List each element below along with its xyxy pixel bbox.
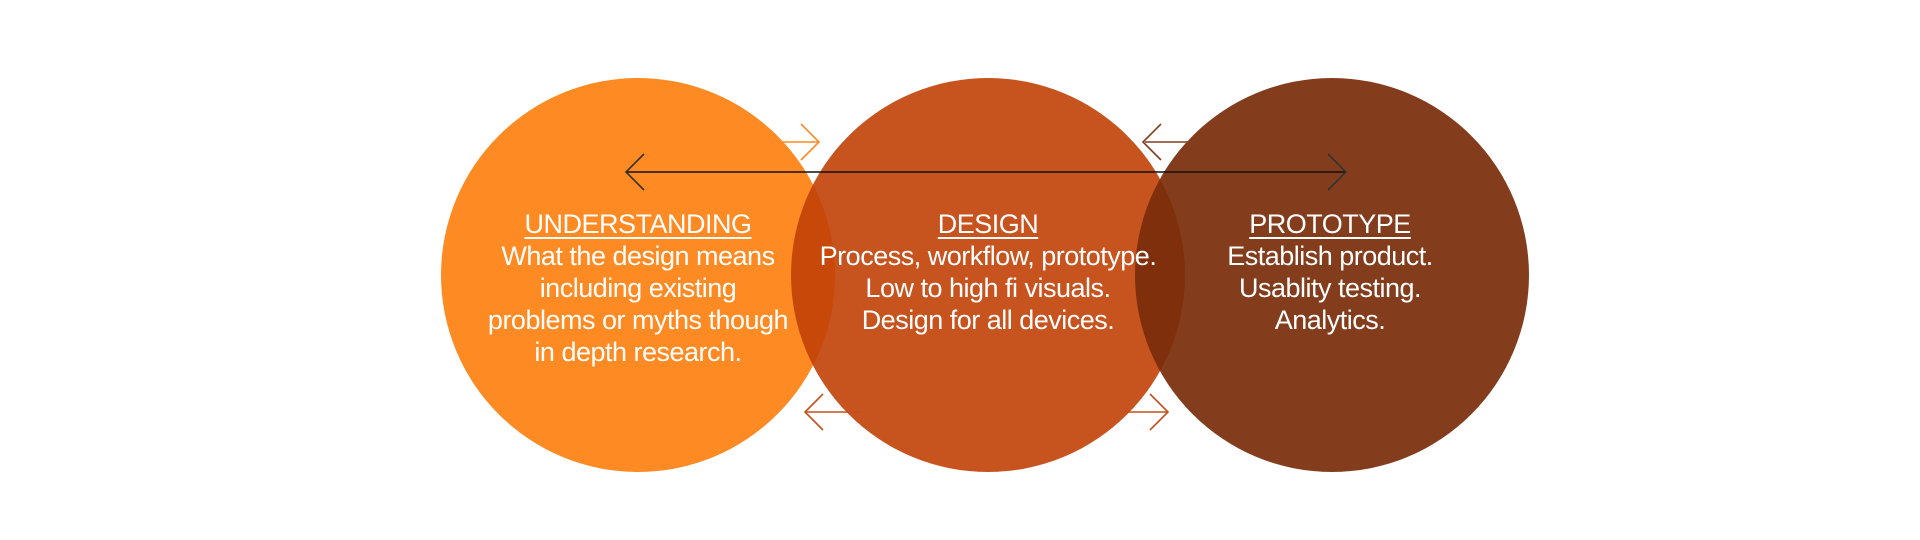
design-circle — [791, 78, 1185, 472]
design-line: Low to high fi visuals. — [865, 273, 1111, 303]
arrow-right-icon — [1125, 393, 1170, 431]
design-line: Process, workflow, prototype. — [819, 241, 1157, 271]
understanding-line: including existing — [539, 273, 737, 303]
prototype-line: Analytics. — [1274, 305, 1386, 335]
prototype-line: Usablity testing. — [1238, 273, 1422, 303]
understanding-text: UNDERSTANDING What the design means incl… — [458, 208, 818, 368]
prototype-title: PROTOTYPE — [1249, 209, 1411, 239]
understanding-line: problems or myths though — [487, 305, 789, 335]
understanding-line: in depth research. — [534, 337, 742, 367]
design-line: Design for all devices. — [861, 305, 1115, 335]
prototype-text: PROTOTYPE Establish product. Usablity te… — [1150, 208, 1510, 336]
understanding-title: UNDERSTANDING — [524, 209, 752, 239]
arrow-left-icon — [1141, 123, 1200, 161]
prototype-circle — [1135, 78, 1529, 472]
arrow-right-icon — [760, 123, 821, 161]
prototype-line: Establish product. — [1227, 241, 1433, 271]
arrow-left-icon — [803, 393, 860, 431]
understanding-circle — [441, 78, 835, 472]
design-text: DESIGN Process, workflow, prototype. Low… — [808, 208, 1168, 336]
design-title: DESIGN — [937, 209, 1039, 239]
double-arrow-icon — [624, 153, 1348, 191]
understanding-line: What the design means — [501, 241, 775, 271]
